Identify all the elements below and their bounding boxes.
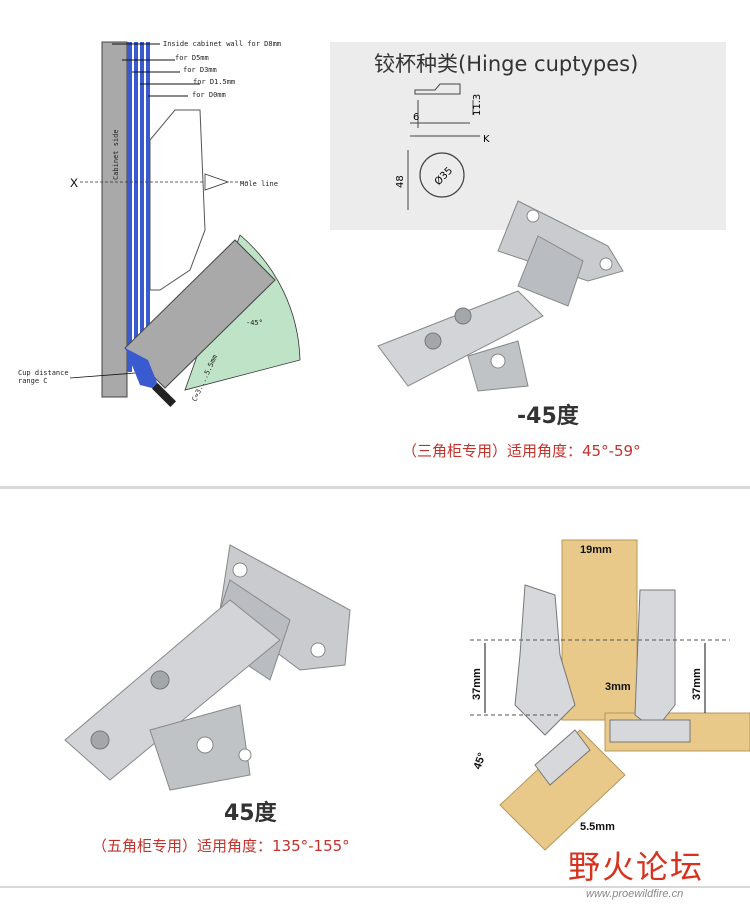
hinge-45-photo	[64, 544, 351, 791]
door-edge-blue	[125, 348, 160, 390]
site-logo: 野火论坛 www.proewildfire.cn	[568, 842, 704, 900]
blue-strip	[140, 42, 144, 352]
cup-dimension-drawing: 11.3 6 K Ø35 48	[395, 83, 490, 210]
product-45-title: 45度	[224, 801, 277, 826]
cabinet-side-panel	[101, 41, 128, 398]
label-inside-wall: Inside cabinet wall for D8mm	[163, 40, 281, 48]
hinge-side-right	[634, 589, 676, 731]
dim-37mm-left: 37mm	[471, 668, 483, 700]
logo-url: www.proewildfire.cn	[586, 888, 684, 900]
section-divider	[0, 486, 750, 489]
blue-strip	[134, 42, 138, 362]
wood-panel-vertical	[561, 539, 638, 721]
dim-19mm: 19mm	[580, 544, 612, 556]
dim-3mm: 3mm	[605, 681, 631, 693]
label-d15: for D1.5mm	[193, 78, 235, 86]
product-45-subtitle: （五角柜专用）适用角度：135°-155°	[92, 837, 350, 855]
dim-5-5mm: 5.5mm	[580, 821, 615, 833]
drill-icon	[204, 173, 230, 191]
dim-k: K	[483, 134, 490, 145]
hinge-minus45-photo	[377, 200, 624, 392]
label-angle: -45°	[246, 319, 263, 327]
label-d0: for D0mm	[192, 91, 226, 99]
label-range-c: range C	[18, 377, 48, 385]
cabinet-mount-diagram: 19mm 37mm 37mm 3mm 45° 5.5mm	[470, 539, 750, 851]
blue-strip	[146, 42, 150, 342]
dim-37mm-right: 37mm	[691, 668, 703, 700]
product-minus45-title: -45度	[517, 404, 579, 429]
dim-11-3: 11.3	[472, 94, 483, 116]
label-d3: for D3mm	[183, 66, 217, 74]
label-hole-line: Hole line	[240, 180, 278, 188]
hinge-side-left	[514, 584, 576, 736]
hinge-outline	[149, 109, 206, 291]
dim-48: 48	[395, 175, 406, 188]
label-cup-distance: Cup distance	[18, 369, 69, 377]
label-x: X	[70, 176, 78, 190]
blue-strip	[127, 42, 132, 372]
bottom-divider	[0, 886, 750, 888]
dim-35: Ø35	[432, 165, 455, 188]
label-cabinet-side: Cabinet side	[112, 129, 120, 180]
product-minus45-subtitle: （三角柜专用）适用角度：45°-59°	[402, 442, 641, 460]
cup-types-panel	[330, 42, 726, 230]
logo-text: 野火论坛	[568, 848, 705, 886]
dim-6: 6	[413, 112, 419, 123]
dim-45-deg: 45°	[472, 751, 489, 771]
label-d5: for D5mm	[175, 54, 209, 62]
installation-diagram: Inside cabinet wall for D8mm for D5mm fo…	[18, 40, 301, 408]
cup-types-title: 铰杯种类(Hinge cuptypes)	[374, 52, 639, 76]
